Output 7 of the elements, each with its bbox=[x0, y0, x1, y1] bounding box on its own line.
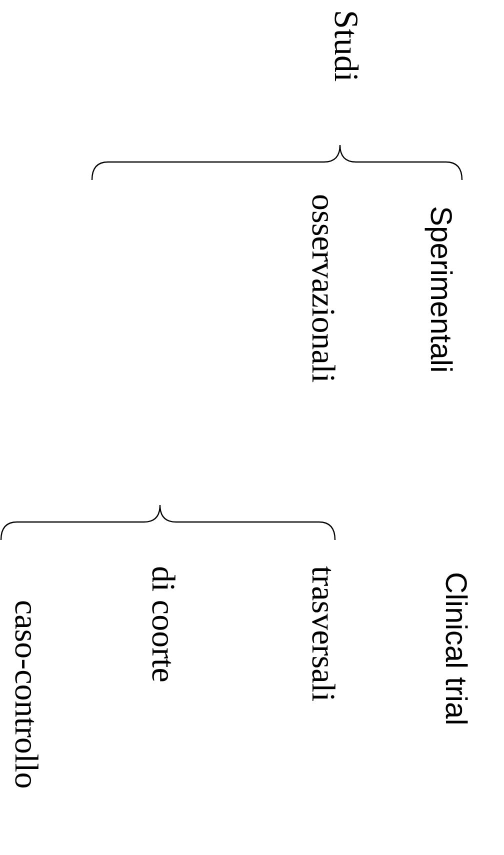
term-label: Sperimentali bbox=[425, 206, 455, 373]
term-label: Clinical trial bbox=[440, 572, 470, 726]
term-label: Studi bbox=[328, 10, 362, 82]
term-label: trasversali bbox=[306, 566, 338, 702]
term-label: di coorte bbox=[146, 566, 178, 682]
term-label: caso-controllo bbox=[8, 600, 42, 789]
term-label: osservazionali bbox=[306, 194, 338, 383]
